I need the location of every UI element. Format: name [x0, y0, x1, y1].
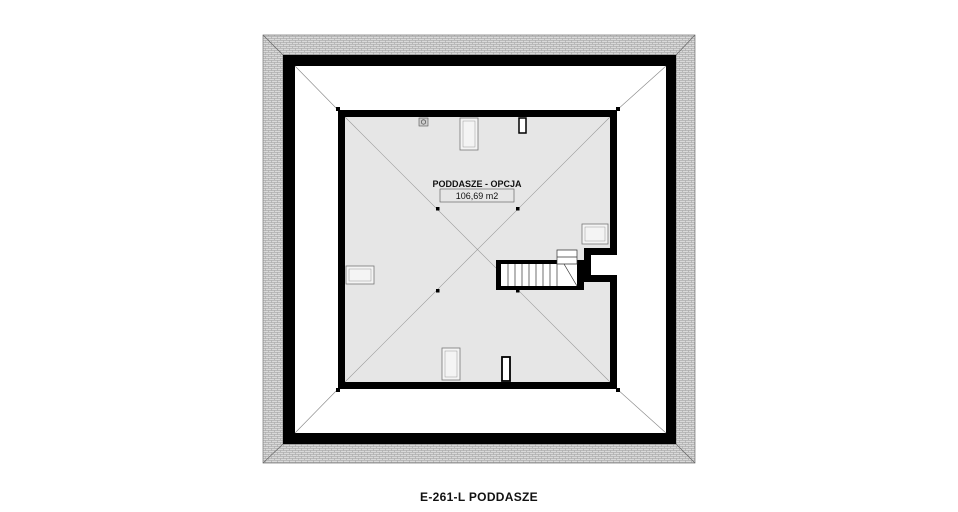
plan-caption: E-261-L PODDASZE [420, 490, 538, 504]
roof-corner-lines [262, 34, 696, 464]
roof-window-right [581, 223, 609, 245]
roof-window-bottom [441, 347, 461, 381]
room-area-box [439, 188, 515, 203]
roof-windows [345, 117, 609, 381]
hip-lines [294, 65, 667, 434]
roof-window-top [459, 117, 479, 151]
vent-icon [418, 117, 429, 127]
chimney-ducts [418, 117, 527, 382]
ridge-diagonals [344, 116, 611, 383]
roof-window-left [345, 265, 375, 285]
room-name: PODDASZE - OPCJA [432, 179, 522, 189]
post-markers [336, 107, 620, 392]
room-area: 106,69 m2 [456, 191, 499, 201]
staircase [496, 249, 584, 290]
